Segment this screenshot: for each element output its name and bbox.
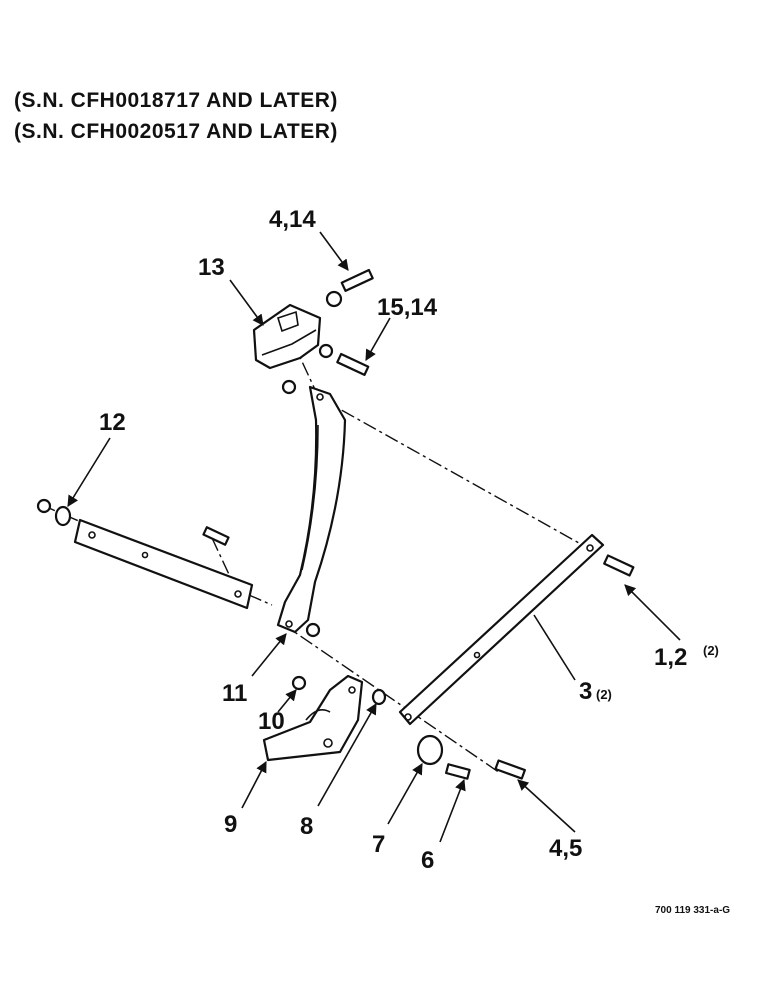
callout-3: 3 (579, 678, 592, 705)
callout-1-2-qty: (2) (703, 643, 719, 658)
part-12-washer-nut (36, 498, 72, 527)
part-4-14-bolt (325, 268, 374, 308)
callout-3-qty: (2) (596, 687, 612, 702)
part-6-pin (444, 763, 471, 780)
nut-lower (305, 622, 321, 638)
part-4-5-bolt (494, 759, 526, 780)
part-3-long-strap (398, 533, 605, 726)
callout-10: 10 (258, 708, 285, 735)
leader-lines (67, 231, 681, 843)
part-7-roller (416, 734, 444, 766)
callout-7: 7 (372, 831, 385, 858)
callout-9: 9 (224, 811, 237, 838)
part-9-lever (262, 674, 364, 762)
callout-11: 11 (222, 680, 247, 707)
part-11-curved-strap (276, 385, 347, 634)
callout-4-5: 4,5 (549, 835, 582, 862)
figure-reference: 700 119 331-a-G (655, 905, 730, 916)
small-bolt-upper (202, 526, 230, 546)
callout-15-14: 15,14 (377, 294, 438, 321)
callout-8: 8 (300, 813, 313, 840)
serial-number-line-1: (S.N. CFH0018717 AND LATER) (14, 89, 338, 112)
part-13-bracket (252, 303, 322, 370)
callout-1-2: 1,2 (654, 644, 687, 671)
callout-12: 12 (99, 409, 126, 436)
callout-13: 13 (198, 254, 225, 281)
part-15-14-bolt (318, 343, 370, 376)
callout-4-14: 4,14 (269, 206, 316, 233)
left-strap (73, 518, 254, 610)
callout-6: 6 (421, 847, 434, 874)
part-8-spacer (371, 688, 387, 706)
nut-top (281, 379, 297, 395)
part-10-nut (291, 675, 307, 691)
serial-number-line-2: (S.N. CFH0020517 AND LATER) (14, 120, 338, 143)
part-1-2-bolt (603, 554, 635, 577)
